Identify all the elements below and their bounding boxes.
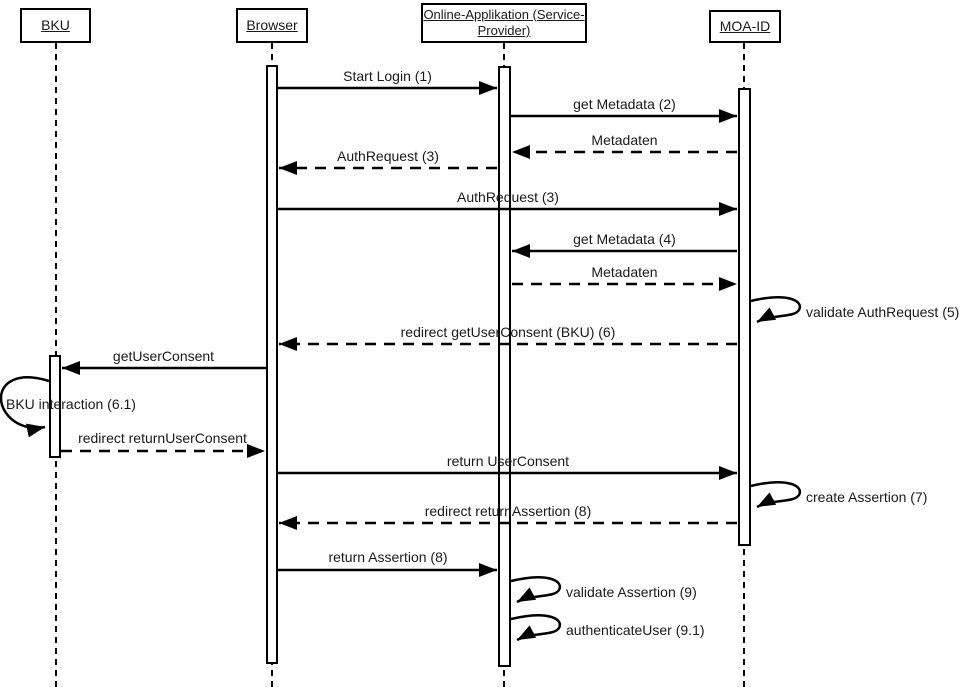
activation-moa-id	[738, 88, 751, 546]
label-bku-interaction-6-1: BKU interaction (6.1)	[6, 396, 136, 412]
label-authrequest-3-forward: AuthRequest (3)	[457, 189, 559, 205]
label-redirect-returnuserconsent: redirect returnUserConsent	[78, 430, 247, 446]
actor-bku-label: BKU	[41, 16, 70, 33]
self-arrow-authenticateuser-9-1	[510, 614, 562, 642]
activation-service-provider	[498, 66, 511, 667]
actor-service-provider: Online-Applikation (Service- Provider)	[421, 3, 587, 43]
self-arrow-validate-assertion-9	[510, 576, 562, 604]
actor-bku: BKU	[20, 8, 91, 43]
label-getuserconsent: getUserConsent	[112, 348, 215, 364]
activation-bku	[49, 355, 61, 458]
label-start-login: Start Login (1)	[343, 68, 432, 84]
actor-moa-id: MOA-ID	[709, 10, 781, 43]
label-create-assertion-7: create Assertion (7)	[806, 489, 928, 505]
actor-moa-id-label: MOA-ID	[719, 17, 771, 34]
label-metadaten-1: Metadaten	[591, 132, 658, 148]
label-redirect-returnassertion-8: redirect returnAssertion (8)	[424, 503, 592, 519]
self-arrow-bku-interaction-6-1	[0, 376, 50, 438]
actor-service-provider-label-line1: Online-Applikation (Service-	[423, 6, 585, 22]
actor-service-provider-label: Online-Applikation (Service- Provider)	[423, 7, 584, 40]
activation-browser	[266, 65, 278, 664]
label-redirect-getuserconsent-6: redirect getUserConsent (BKU) (6)	[400, 324, 616, 340]
label-get-metadata-2: get Metadata (2)	[573, 96, 676, 112]
actor-service-provider-label-line2: Provider)	[477, 23, 531, 38]
label-authenticateuser-9-1: authenticateUser (9.1)	[566, 622, 705, 638]
label-validate-assertion-9: validate Assertion (9)	[566, 584, 697, 600]
label-authrequest-3-response: AuthRequest (3)	[337, 148, 439, 164]
self-arrow-validate-authrequest-5	[750, 296, 802, 324]
actor-browser-label: Browser	[246, 16, 298, 33]
label-get-metadata-4: get Metadata (4)	[573, 231, 676, 247]
label-return-assertion-8: return Assertion (8)	[328, 549, 448, 565]
self-arrow-create-assertion-7	[750, 481, 802, 509]
label-validate-authrequest-5: validate AuthRequest (5)	[806, 304, 960, 320]
label-return-userconsent: return UserConsent	[446, 453, 570, 469]
actor-browser: Browser	[236, 8, 308, 43]
label-metadaten-2: Metadaten	[591, 264, 658, 280]
